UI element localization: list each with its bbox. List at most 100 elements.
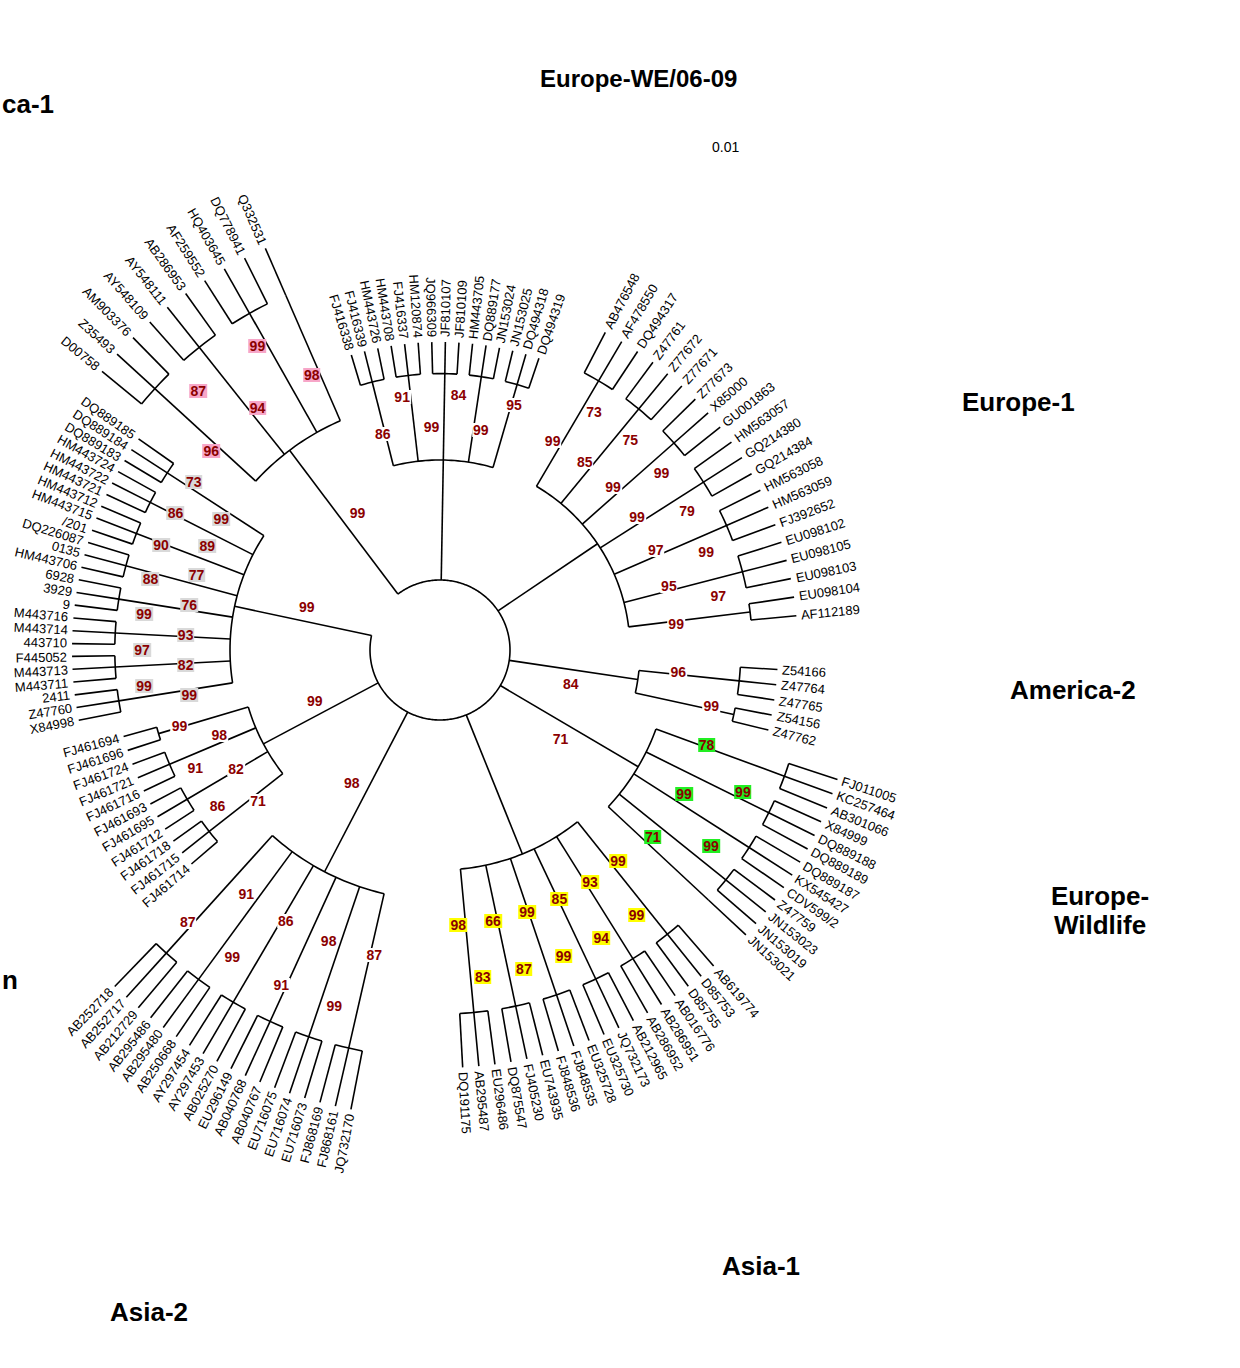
accession-label: M443713 xyxy=(13,663,68,679)
tree-branch xyxy=(72,655,115,657)
tree-branch xyxy=(584,373,612,390)
tree-branch xyxy=(305,1041,322,1098)
tree-branch xyxy=(694,442,731,468)
tree-branch xyxy=(158,799,188,816)
tree-branch xyxy=(742,836,756,858)
tree-branch xyxy=(720,511,733,541)
accession-label: AB295487 xyxy=(473,1071,492,1133)
tree-branch xyxy=(441,460,443,580)
bootstrap-value: 98 xyxy=(211,728,229,742)
clade-label: Europe- Wildlife xyxy=(1030,882,1170,939)
bullet-dot xyxy=(1122,1101,1134,1113)
tree-branch xyxy=(635,671,639,693)
tree-branch xyxy=(639,374,668,409)
tree-branch xyxy=(393,460,493,468)
tree-branch xyxy=(694,469,712,497)
bootstrap-value: 88 xyxy=(142,572,160,586)
clade-label: Asia-2 xyxy=(110,1298,189,1327)
tree-branch xyxy=(173,821,201,841)
bootstrap-value: 97 xyxy=(710,589,728,603)
tree-branch xyxy=(626,399,651,420)
bootstrap-value: 98 xyxy=(343,776,361,790)
bootstrap-value: 82 xyxy=(177,658,195,672)
bootstrap-value: 86 xyxy=(209,799,227,813)
bootstrap-value: 76 xyxy=(180,598,198,612)
tree-branch xyxy=(205,281,233,324)
bootstrap-value: 87 xyxy=(179,915,197,929)
tree-branch xyxy=(79,712,121,720)
tree-branch xyxy=(75,605,117,610)
bootstrap-value: 95 xyxy=(505,398,523,412)
tree-branch xyxy=(159,707,249,734)
tree-branch xyxy=(230,536,264,683)
bootstrap-value: 97 xyxy=(133,643,151,657)
tree-branch xyxy=(142,374,169,404)
bootstrap-value: 96 xyxy=(669,665,687,679)
tree-branch xyxy=(125,460,162,482)
tree-branch xyxy=(163,979,198,1027)
tree-branch xyxy=(126,953,166,997)
tree-branch xyxy=(151,971,188,1018)
tree-branch xyxy=(145,492,155,512)
tree-branch xyxy=(131,450,167,473)
bootstrap-value: 66 xyxy=(484,914,502,928)
bootstrap-value: 99 xyxy=(180,688,198,702)
clade-outline xyxy=(0,0,365,365)
tree-branch xyxy=(199,347,284,454)
tree-branch xyxy=(720,490,761,510)
bootstrap-value: 79 xyxy=(678,504,696,518)
tree-branch xyxy=(187,971,209,987)
tree-branch xyxy=(742,859,784,888)
clade-label: America-2 xyxy=(1010,676,1136,705)
tree-branch xyxy=(126,566,237,596)
tree-branch xyxy=(751,616,796,620)
tree-branch xyxy=(156,944,177,963)
tree-branch xyxy=(663,431,685,455)
tree-branch xyxy=(717,869,734,890)
tree-branch xyxy=(629,612,750,627)
bootstrap-value: 83 xyxy=(474,970,492,984)
bootstrap-value: 71 xyxy=(249,794,267,808)
tree-branch xyxy=(372,382,393,466)
tree-branch xyxy=(517,354,526,384)
tree-branch xyxy=(708,900,745,935)
tree-branch xyxy=(77,701,119,708)
tree-branch xyxy=(73,631,116,633)
tree-branch xyxy=(733,525,776,541)
tree-branch xyxy=(186,293,216,335)
tree-branch xyxy=(221,995,245,1009)
tree-branch xyxy=(248,707,283,774)
tree-branch xyxy=(734,869,775,900)
clade-label: Europe-WE/06-09 xyxy=(540,66,738,92)
tree-branch xyxy=(77,592,119,599)
tree-branch xyxy=(191,842,217,864)
tree-branch xyxy=(150,788,180,804)
tree-branch xyxy=(117,354,155,389)
tree-branch xyxy=(460,1013,463,1067)
bootstrap-value: 90 xyxy=(152,538,170,552)
tree-branch xyxy=(678,925,713,966)
bootstrap-value: 98 xyxy=(320,934,338,948)
tree-branch xyxy=(543,990,570,999)
tree-branch xyxy=(364,351,372,382)
bootstrap-value: 87 xyxy=(515,962,533,976)
bootstrap-value: 86 xyxy=(167,506,185,520)
bootstrap-value: 95 xyxy=(660,579,678,593)
tree-branch xyxy=(763,801,775,825)
clade-fill xyxy=(471,864,930,1355)
tree-branch xyxy=(498,544,597,611)
bootstrap-value: 73 xyxy=(185,475,203,489)
bootstrap-value: 99 xyxy=(555,949,573,963)
bootstrap-value: 99 xyxy=(306,694,324,708)
tree-branch xyxy=(232,304,267,324)
tree-branch xyxy=(717,890,756,924)
tree-branch xyxy=(468,377,481,462)
bootstrap-value: 85 xyxy=(576,455,594,469)
tree-branch xyxy=(263,683,378,744)
tree-branch xyxy=(505,351,512,382)
tree-branch xyxy=(166,836,272,954)
tree-branch xyxy=(176,987,210,1036)
bootstrap-value: 99 xyxy=(423,420,441,434)
tree-branch xyxy=(72,643,115,645)
bootstrap-value: 99 xyxy=(544,434,562,448)
